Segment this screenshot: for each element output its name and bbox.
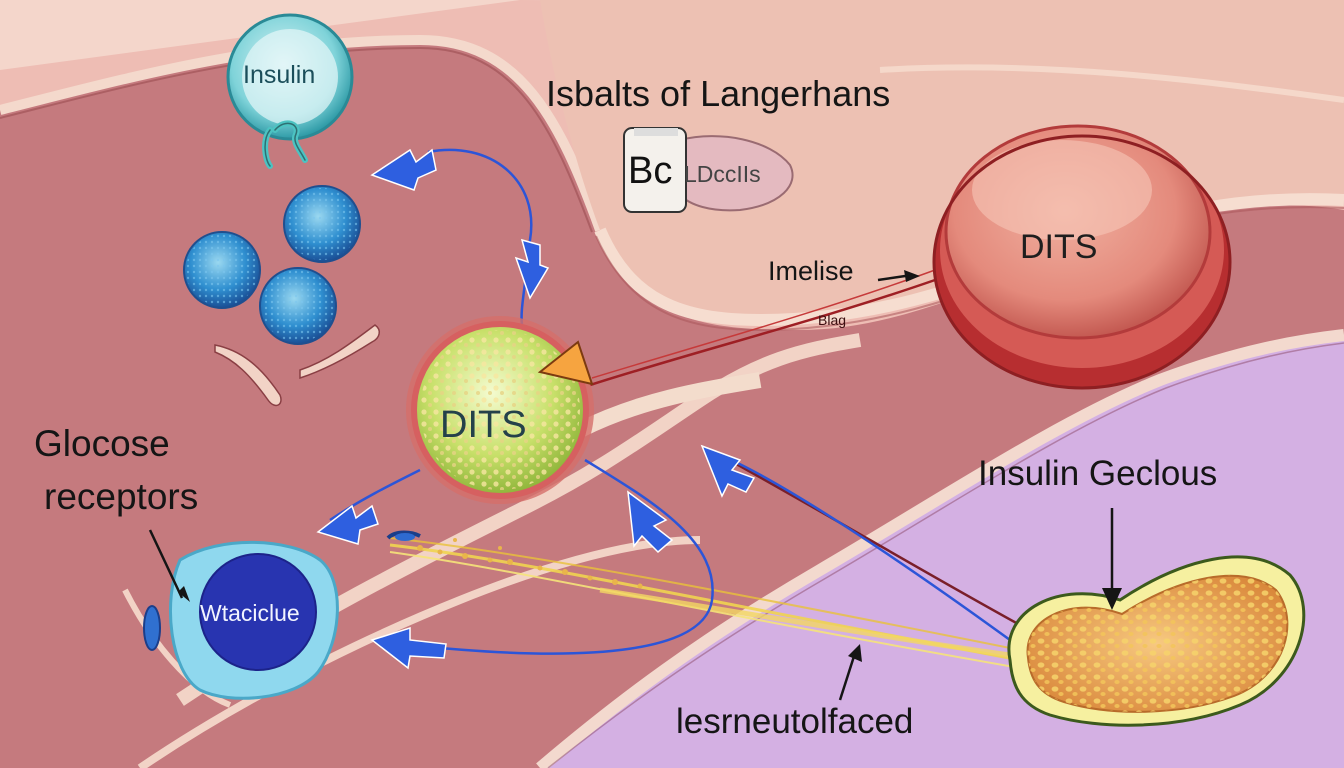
red-vessel (589, 278, 936, 387)
dits-red-label: DITS (1020, 228, 1098, 266)
insulin-vesicle (226, 13, 354, 169)
receptors-label: receptors (44, 476, 199, 517)
glucose-receptor-cell (122, 530, 421, 708)
bc-small-label: LDccIIs (684, 161, 761, 187)
yellow-strands (389, 537, 1021, 669)
insulin-geclous-label: Insulin Geclous (978, 454, 1218, 493)
islet-region (540, 0, 1344, 320)
islets-title: Isbalts of Langerhans (546, 73, 891, 114)
blag-label: Blag (818, 312, 847, 328)
imelise-label: Imelise (768, 256, 854, 286)
arrow-blue (316, 148, 756, 670)
bc-label: Bc (628, 150, 673, 192)
glucose-label: Glocose (34, 423, 170, 464)
blue-granule (183, 185, 361, 345)
pointer-arrowheads (178, 270, 1122, 662)
dits-green-label: DITS (440, 404, 527, 446)
orange-triangle (537, 340, 594, 386)
green-dits-cell (406, 316, 594, 504)
bc-cell-icon (623, 127, 794, 213)
bottom-caption-label: lesrneutolfaced (676, 702, 914, 741)
blue-flow-lines (329, 148, 1011, 655)
dark-vessel (719, 453, 1021, 627)
insulin-geclous-cell (1007, 555, 1306, 727)
red-dits-cell (932, 124, 1232, 390)
wtaciclue-label: Wtaciclue (200, 600, 300, 626)
insulin-label: Insulin (243, 61, 316, 89)
muscle-border-top (0, 34, 605, 232)
